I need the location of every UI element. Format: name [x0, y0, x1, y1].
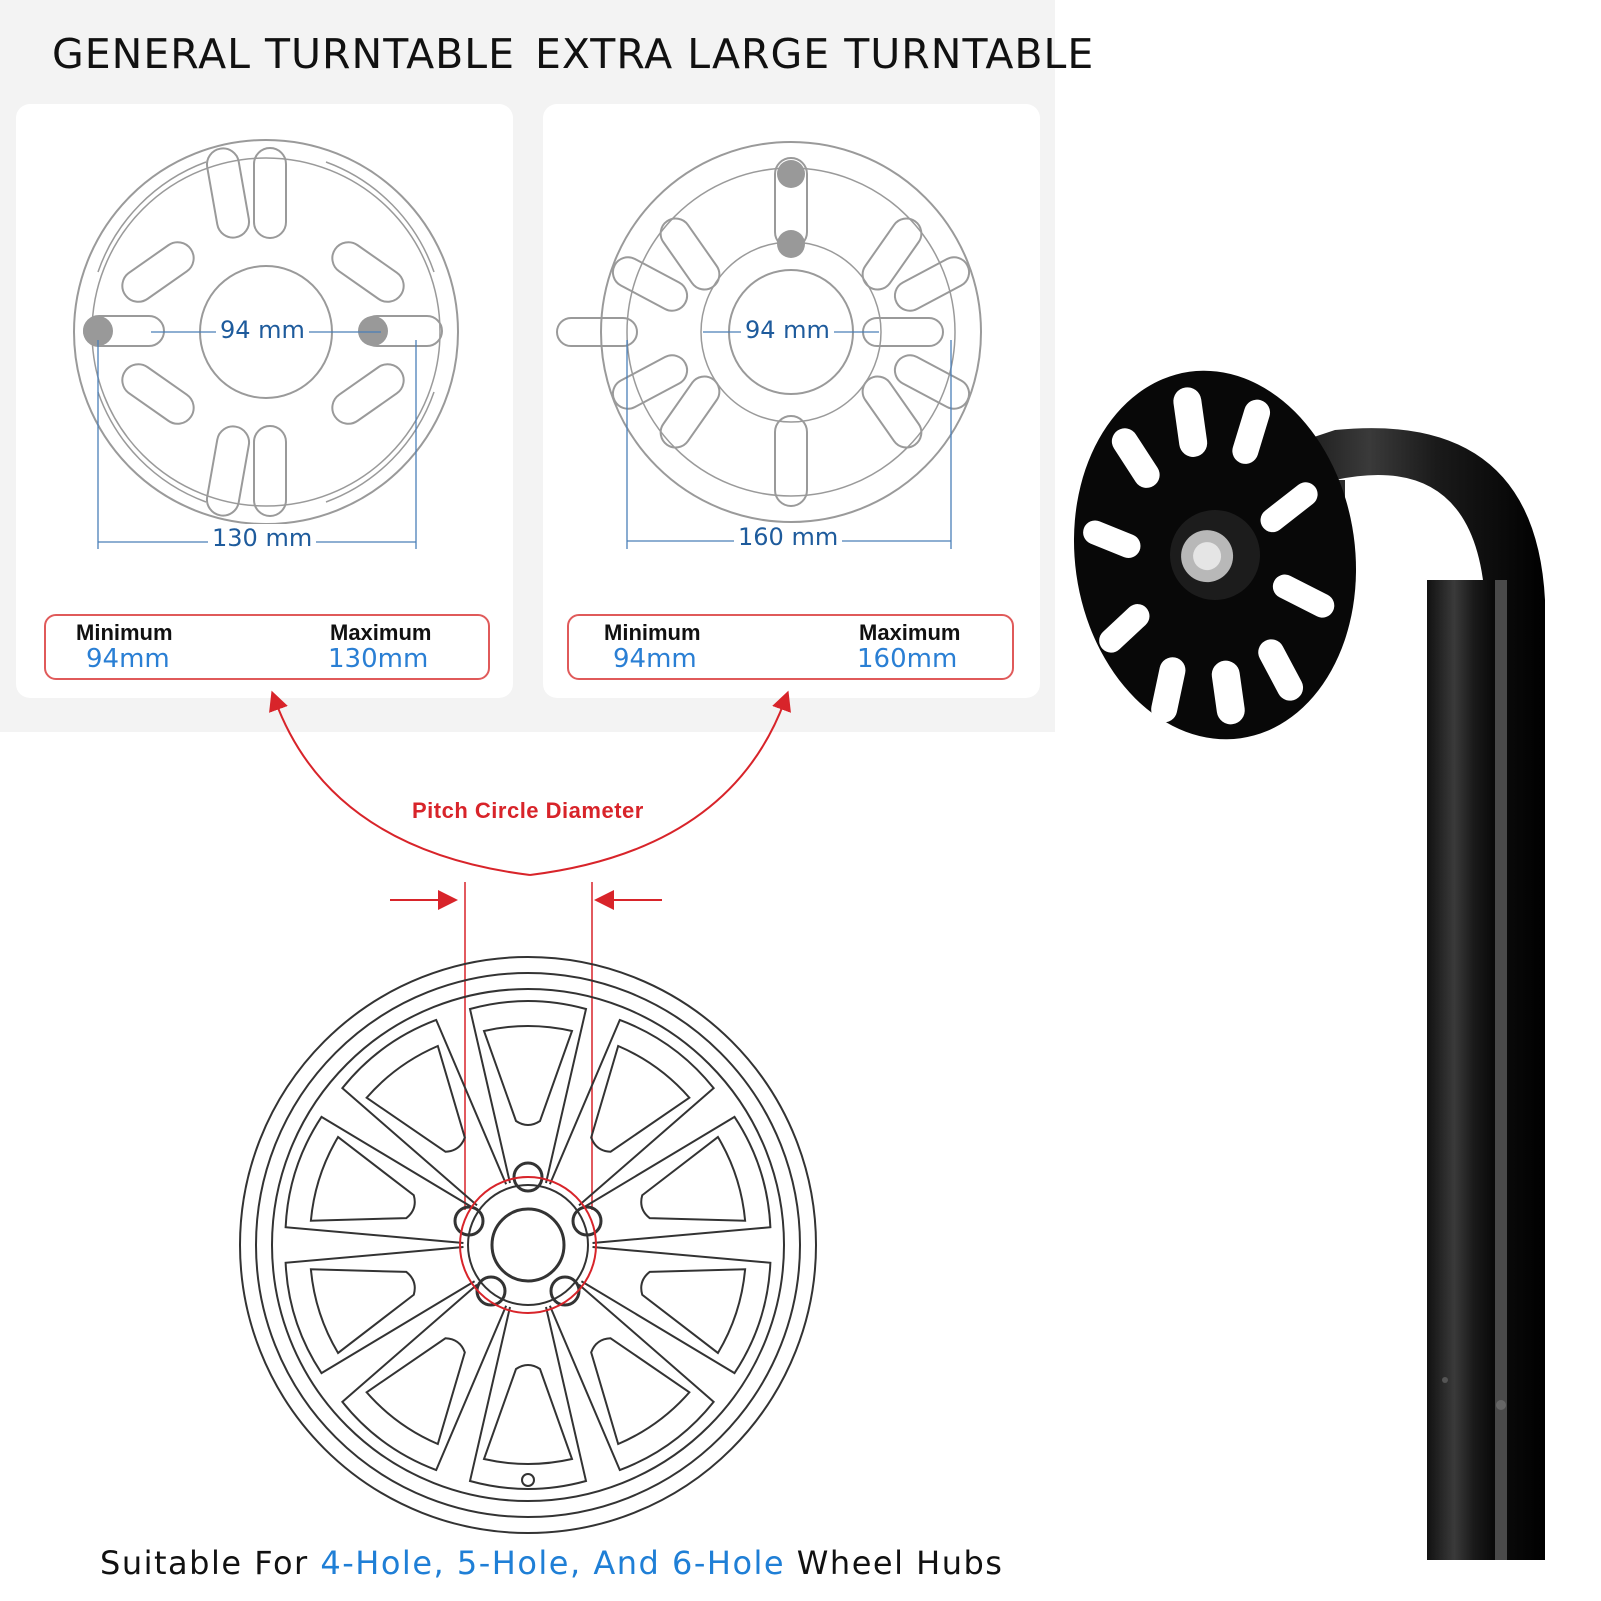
general-maximum-value: 130mm [328, 644, 429, 674]
general-inner-dimension: 94 mm [216, 316, 309, 344]
general-minimum-label: Minimum [76, 620, 173, 645]
turntable-stand-photo [1073, 370, 1545, 1560]
general-range-box: Minimum 94mm Maximum 130mm [44, 614, 490, 680]
suitability-prefix: Suitable For [100, 1544, 321, 1582]
suitability-statement: Suitable For 4-Hole, 5-Hole, And 6-Hole … [100, 1544, 1003, 1582]
extra-large-outer-dimension: 160 mm [734, 523, 843, 551]
extra-large-inner-dimension: 94 mm [741, 316, 834, 344]
wheel-rim-illustration [239, 956, 817, 1534]
suitability-hole-types: 4-Hole, 5-Hole, And 6-Hole [320, 1544, 786, 1582]
general-turntable-diagram [73, 139, 459, 549]
extra-large-turntable-diagram [556, 141, 982, 549]
extra-large-maximum-label: Maximum [859, 620, 961, 645]
extra-large-turntable-card: 94 mm 160 mm [543, 104, 1040, 698]
extra-large-maximum-value: 160mm [857, 644, 958, 674]
general-maximum-label: Maximum [330, 620, 432, 645]
general-minimum-value: 94mm [86, 644, 170, 674]
general-turntable-card: 94 mm 130 mm [16, 104, 513, 698]
extra-large-range-box: Minimum 94mm Maximum 160mm [567, 614, 1014, 680]
general-turntable-heading: GENERAL TURNTABLE [52, 30, 515, 78]
extra-large-minimum-label: Minimum [604, 620, 701, 645]
suitability-suffix: Wheel Hubs [785, 1544, 1004, 1582]
extra-large-minimum-value: 94mm [613, 644, 697, 674]
general-outer-dimension: 130 mm [208, 524, 317, 552]
pitch-circle-diameter-label: Pitch Circle Diameter [412, 798, 644, 823]
extra-large-turntable-heading: EXTRA LARGE TURNTABLE [535, 30, 1095, 78]
